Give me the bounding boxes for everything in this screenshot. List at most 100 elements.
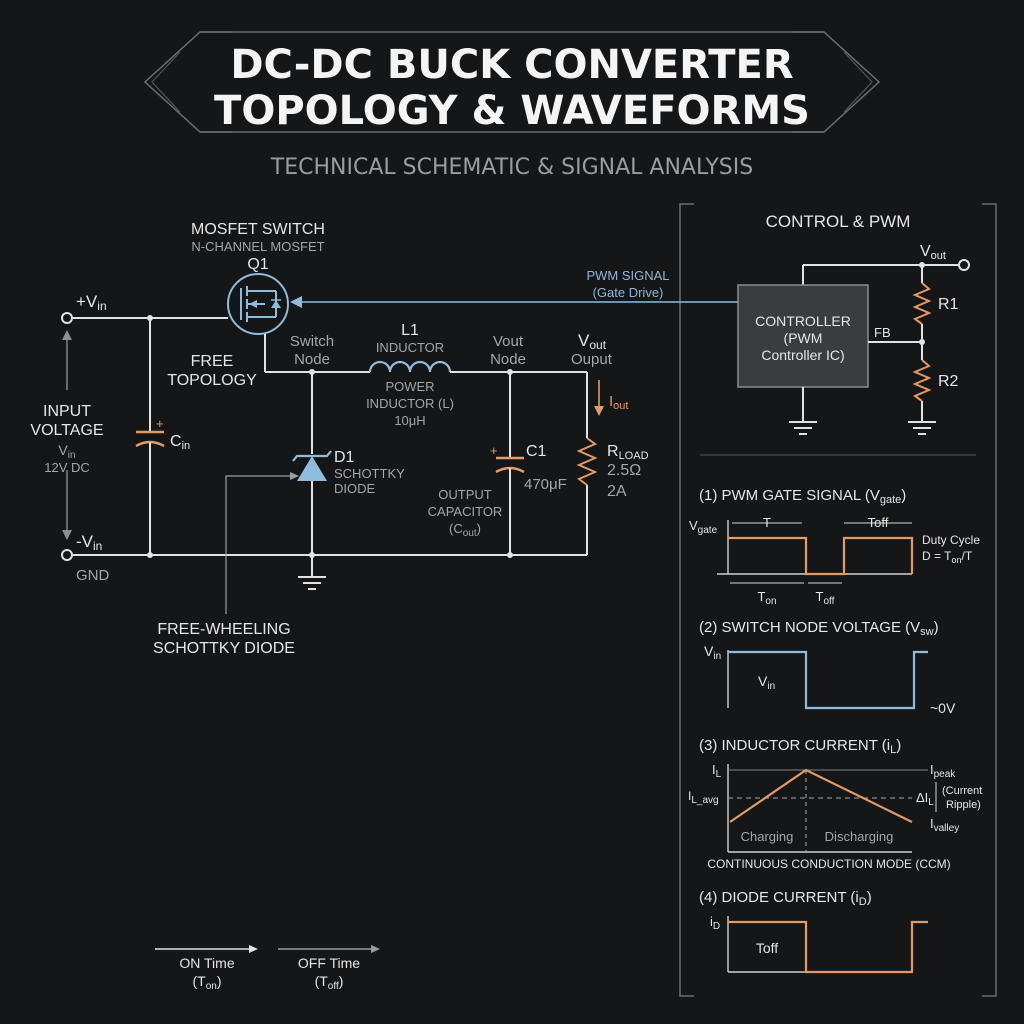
svg-text:INDUCTOR: INDUCTOR: [376, 340, 444, 355]
svg-text:Vout: Vout: [578, 331, 607, 352]
svg-text:IL: IL: [712, 762, 722, 780]
svg-text:CONTROLLER: CONTROLLER: [755, 313, 851, 329]
svg-text:ΔIL: ΔIL: [916, 790, 934, 808]
svg-text:Vgate: Vgate: [689, 518, 718, 536]
svg-text:12V DC: 12V DC: [44, 460, 90, 475]
svg-text:N-CHANNEL MOSFET: N-CHANNEL MOSFET: [191, 239, 324, 254]
svg-text:IL_avg: IL_avg: [688, 789, 719, 806]
svg-text:CONTINUOUS CONDUCTION MODE (CC: CONTINUOUS CONDUCTION MODE (CCM): [707, 857, 950, 871]
waveform-switch-node: (2) SWITCH NODE VOLTAGE (Vsw) Vin Vin ~0…: [699, 619, 956, 716]
svg-text:(1) PWM GATE SIGNAL (Vgate): (1) PWM GATE SIGNAL (Vgate): [699, 487, 906, 506]
title-frame-left-outer: [151, 51, 181, 113]
fb-label: FB: [874, 325, 891, 340]
svg-text:SCHOTTKY: SCHOTTKY: [334, 466, 405, 481]
svg-text:Iout: Iout: [609, 393, 628, 412]
svg-text:(Toff): (Toff): [315, 973, 344, 992]
cin-label: Cin: [170, 433, 190, 452]
svg-text:Vin: Vin: [704, 643, 721, 662]
svg-text:PWM SIGNAL: PWM SIGNAL: [586, 268, 669, 283]
svg-text:-Vin: -Vin: [76, 532, 102, 553]
svg-text:+: +: [156, 416, 164, 431]
svg-text:Toff: Toff: [756, 940, 778, 956]
svg-text:SCHOTTKY DIODE: SCHOTTKY DIODE: [153, 640, 295, 657]
svg-text:CAPACITOR: CAPACITOR: [428, 504, 503, 519]
page-title-line1: DC-DC BUCK CONVERTER: [230, 42, 793, 88]
svg-text:Charging: Charging: [741, 829, 794, 844]
svg-text:+Vin: +Vin: [76, 292, 107, 313]
svg-text:Toff: Toff: [868, 515, 889, 530]
svg-text:L1: L1: [401, 322, 419, 339]
svg-text:(2) SWITCH NODE VOLTAGE (Vsw): (2) SWITCH NODE VOLTAGE (Vsw): [699, 619, 939, 638]
svg-text:R1: R1: [938, 296, 959, 313]
svg-text:Node: Node: [294, 351, 330, 368]
svg-text:470μF: 470μF: [524, 476, 567, 493]
svg-text:Ipeak: Ipeak: [930, 762, 956, 780]
waveform-gate: (1) PWM GATE SIGNAL (Vgate) Vgate T Toff…: [689, 487, 980, 607]
page-subtitle: TECHNICAL SCHEMATIC & SIGNAL ANALYSIS: [270, 155, 753, 180]
r1-resistor: [912, 282, 932, 325]
svg-text:T: T: [763, 515, 771, 530]
mosfet-q1: [227, 273, 289, 335]
svg-text:OUTPUT: OUTPUT: [438, 487, 492, 502]
svg-text:ON Time: ON Time: [179, 955, 234, 971]
svg-text:(Gate Drive): (Gate Drive): [593, 285, 664, 300]
svg-text:Discharging: Discharging: [825, 829, 894, 844]
buck-schematic: +Vin -Vin GND INPUT VOLTAGE Vin 12V DC +…: [30, 221, 648, 657]
waveform-inductor-current: (3) INDUCTOR CURRENT (iL) IL IL_avg Ipea…: [688, 737, 982, 871]
svg-text:Switch: Switch: [290, 333, 334, 350]
svg-text:(Ton): (Ton): [192, 973, 221, 992]
svg-text:R2: R2: [938, 373, 959, 390]
title-frame-right-outer: [843, 51, 873, 113]
svg-text:(4) DIODE CURRENT (iD): (4) DIODE CURRENT (iD): [699, 889, 872, 908]
vin-plus-terminal: [61, 312, 73, 324]
svg-text:OFF Time: OFF Time: [298, 955, 360, 971]
svg-text:10μH: 10μH: [394, 413, 425, 428]
svg-text:FREE: FREE: [191, 353, 234, 370]
svg-text:~0V: ~0V: [930, 700, 956, 716]
svg-text:Ouput: Ouput: [571, 351, 613, 368]
svg-text:2A: 2A: [607, 483, 627, 500]
svg-text:Q1: Q1: [247, 256, 268, 273]
svg-text:(Current: (Current: [942, 785, 982, 797]
svg-text:INDUCTOR (L): INDUCTOR (L): [366, 396, 454, 411]
svg-text:Toff: Toff: [816, 589, 835, 607]
svg-text:(3) INDUCTOR CURRENT (iL): (3) INDUCTOR CURRENT (iL): [699, 737, 901, 756]
svg-text:VOLTAGE: VOLTAGE: [30, 422, 103, 439]
waveform-diode-current: (4) DIODE CURRENT (iD) iD Toff: [699, 889, 928, 974]
svg-text:C1: C1: [526, 443, 547, 460]
time-legend: ON Time (Ton) OFF Time (Toff): [155, 945, 380, 992]
svg-text:Vin: Vin: [758, 673, 775, 692]
header: DC-DC BUCK CONVERTER TOPOLOGY & WAVEFORM…: [143, 31, 881, 180]
svg-text:2.5Ω: 2.5Ω: [607, 462, 641, 479]
svg-text:iD: iD: [710, 914, 720, 932]
pwm-gate-drive: PWM SIGNAL (Gate Drive): [290, 268, 738, 308]
svg-text:(Cout): (Cout): [449, 521, 481, 539]
svg-text:(PWM: (PWM: [784, 330, 823, 346]
svg-text:Ripple): Ripple): [946, 799, 981, 811]
svg-text:FREE-WHEELING: FREE-WHEELING: [157, 621, 290, 638]
inductor-l1: [368, 360, 452, 373]
control-title: CONTROL & PWM: [766, 212, 911, 231]
svg-text:Node: Node: [490, 351, 526, 368]
svg-text:D = Ton/T: D = Ton/T: [922, 549, 973, 565]
svg-text:+: +: [490, 443, 498, 458]
vin-minus-terminal: [61, 549, 73, 561]
svg-text:Vin: Vin: [58, 442, 75, 461]
svg-text:D1: D1: [334, 449, 355, 466]
svg-text:Ton: Ton: [757, 589, 776, 607]
svg-text:Duty Cycle: Duty Cycle: [922, 533, 980, 547]
svg-text:Ivalley: Ivalley: [930, 816, 959, 834]
pwm-controller-ic: [737, 284, 869, 388]
svg-text:INPUT: INPUT: [43, 403, 91, 420]
svg-text:Vout: Vout: [920, 243, 946, 262]
svg-text:RLOAD: RLOAD: [607, 443, 649, 462]
svg-text:Controller IC): Controller IC): [761, 347, 844, 363]
svg-text:MOSFET SWITCH: MOSFET SWITCH: [191, 221, 325, 238]
svg-text:Vout: Vout: [493, 333, 524, 350]
page-title-line2: TOPOLOGY & WAVEFORMS: [214, 88, 810, 134]
vout-terminal: [958, 259, 970, 271]
svg-text:GND: GND: [76, 567, 110, 584]
r2-resistor: [912, 359, 932, 402]
svg-text:POWER: POWER: [385, 379, 434, 394]
